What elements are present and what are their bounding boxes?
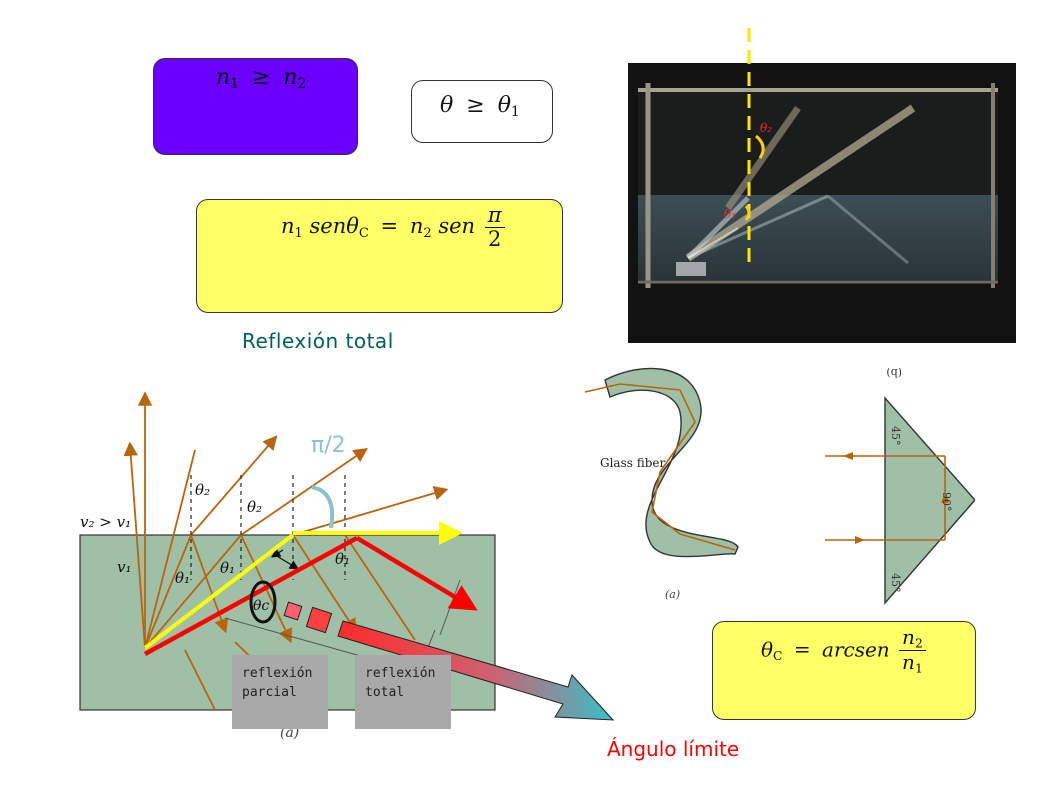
theta1-label-2: θ₁ (220, 559, 235, 577)
theta1-label-3: θ₁ (335, 550, 350, 568)
formula-theta-inequality: θ ≥ θ1 (440, 93, 520, 121)
formula-critical-angle: θC = arcsen n2 n1 (761, 626, 926, 676)
prism-angle-top: 45° (889, 426, 902, 446)
prism-diagram: (b) 45° 90° 45° (825, 368, 975, 605)
caption-limit-angle: Ángulo límite (607, 737, 740, 761)
photo-theta1-label: θ₁ (724, 207, 736, 221)
prism-angle-mid: 90° (940, 492, 953, 512)
theta2-label-1: θ₂ (195, 481, 210, 499)
theta2-label-2: θ₂ (247, 498, 262, 516)
limit-angle-arrow (283, 601, 615, 721)
formula-box-critical-angle: θC = arcsen n2 n1 (712, 621, 976, 720)
caption-total-reflection: Reflexión total (242, 329, 394, 353)
photo-theta2-label: θ₂ (760, 121, 772, 135)
glass-fiber-label: Glass fiber (600, 456, 665, 470)
reflection-photo: θ₂ θ₁ (628, 28, 1016, 343)
total-reflection-label: reflexión total (355, 655, 451, 729)
v1-label: v₁ (117, 558, 132, 576)
prism-angle-bottom: 45° (889, 573, 902, 593)
theta1-label-1: θ₁ (175, 569, 190, 587)
partial-reflection-label: reflexión parcial (232, 655, 328, 729)
velocity-relation-label: v₂ > v₁ (80, 513, 131, 531)
thetac-label: θc (253, 598, 269, 614)
glass-fiber-diagram: Glass fiber (a) (584, 367, 739, 601)
formula-box-n-inequality: n1 ≥ n2 (153, 58, 358, 155)
fiber-panel-label: (a) (665, 588, 680, 601)
pi-half-label: π/2 (311, 433, 346, 458)
formula-box-theta-inequality: θ ≥ θ1 (411, 80, 553, 143)
prism-panel-label: (b) (886, 368, 902, 379)
formula-n-inequality: n1 ≥ n2 (216, 65, 307, 93)
